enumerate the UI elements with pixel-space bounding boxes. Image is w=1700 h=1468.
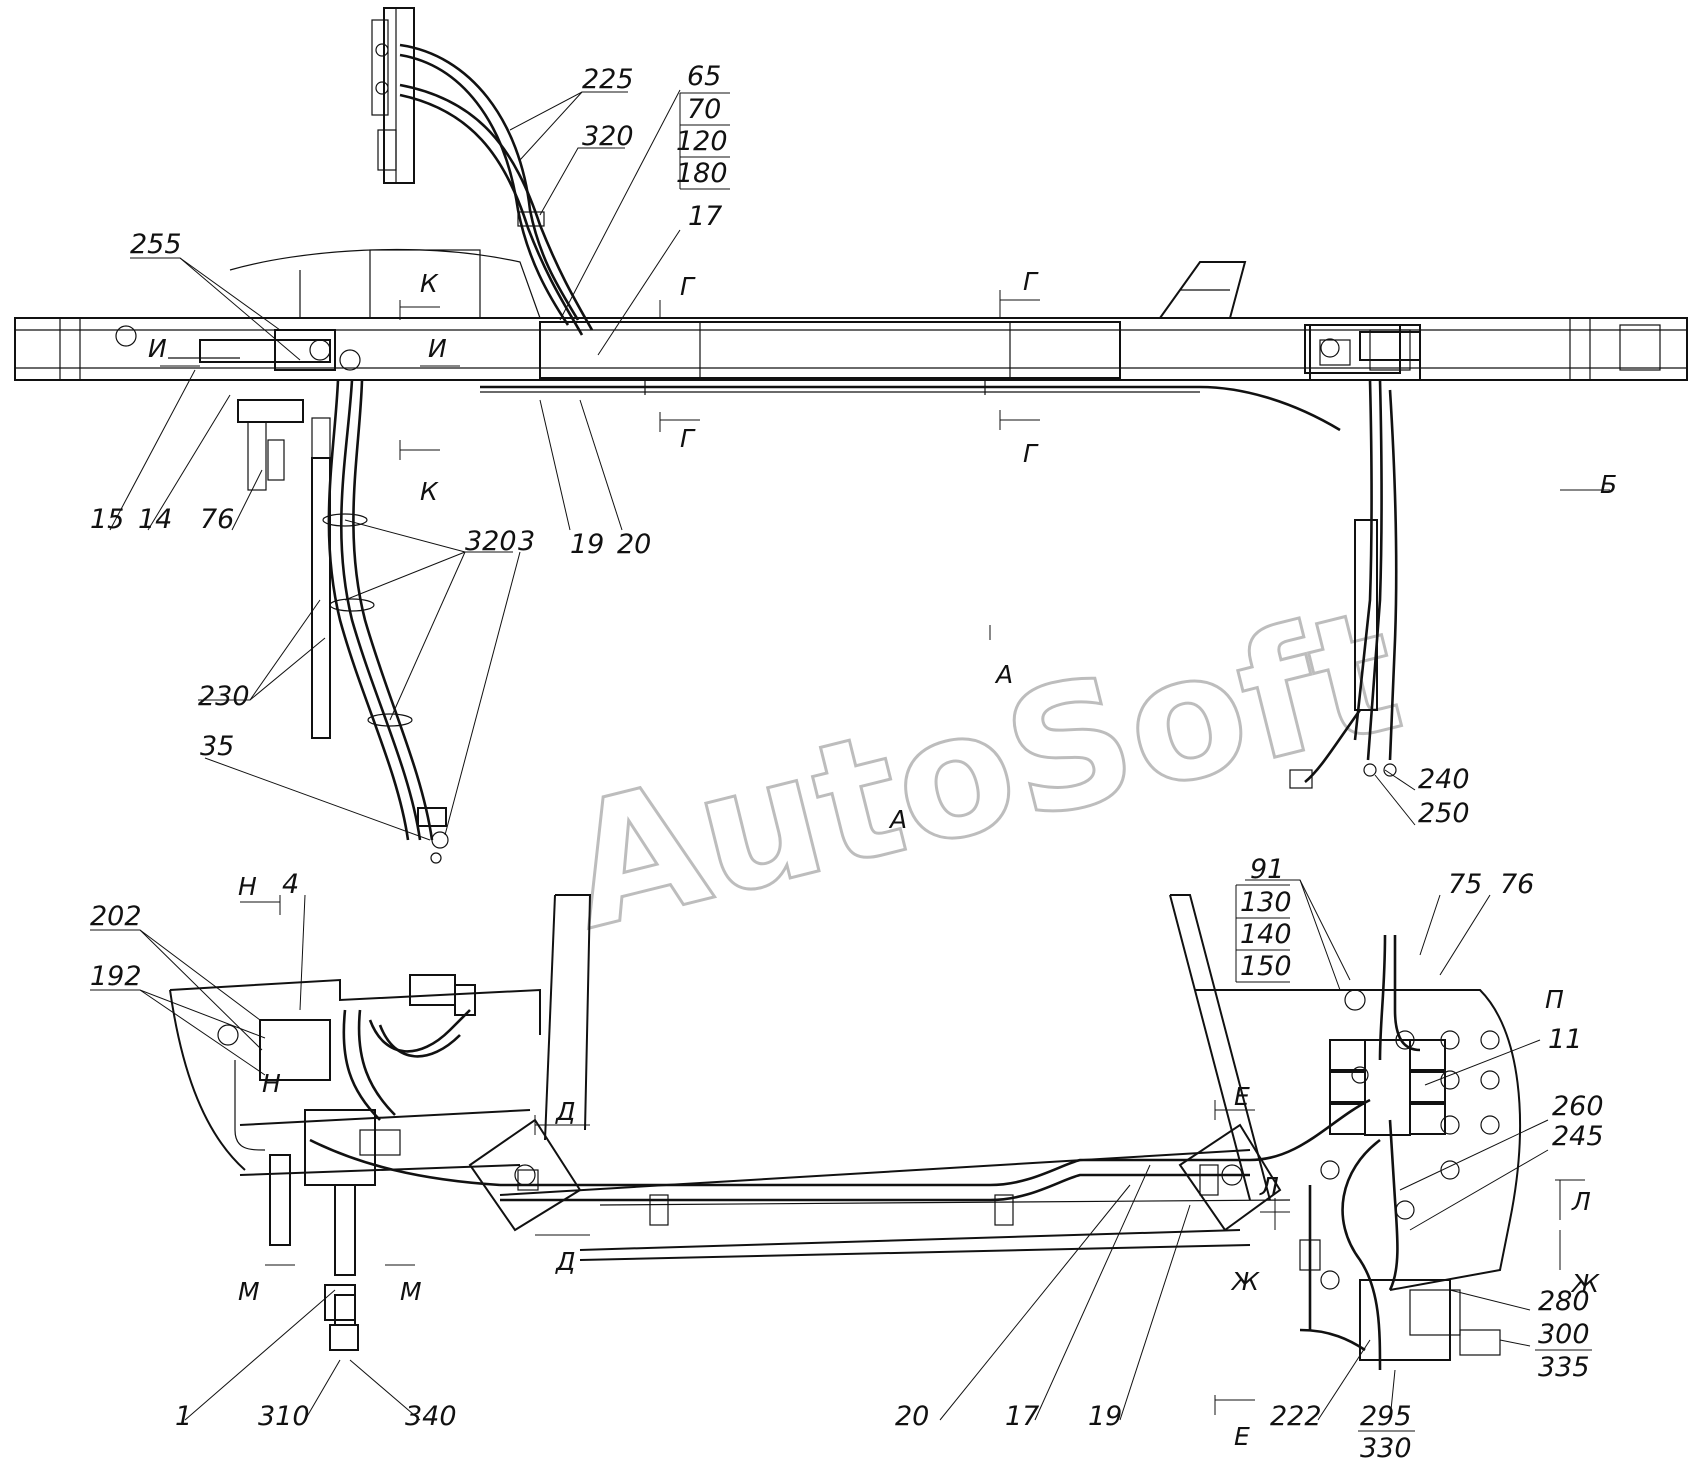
- section-n-bottom: Н: [262, 1069, 281, 1098]
- right-valve-block: [1289, 324, 1421, 789]
- section-markers-a: [160, 290, 1610, 640]
- section-g2-bottom: Г: [1023, 439, 1039, 468]
- callout-14: 14: [138, 504, 172, 535]
- callout-19-a: 19: [570, 529, 604, 560]
- right-mounting-plate: [1195, 989, 1521, 1361]
- section-k-top: К: [420, 269, 439, 298]
- callout-140: 140: [1240, 919, 1292, 950]
- callout-stack-boxes-b: [1235, 884, 1290, 983]
- callout-4: 4: [282, 869, 299, 900]
- callout-19-b: 19: [1088, 1401, 1122, 1432]
- leaders-a: [109, 89, 1416, 841]
- callout-202: 202: [90, 901, 142, 932]
- section-zh-right: Ж: [1570, 1269, 1600, 1298]
- callout-1: 1: [175, 1401, 192, 1432]
- left-down-hoses: [311, 379, 449, 864]
- callout-70: 70: [687, 94, 721, 125]
- callout-192: 192: [90, 961, 142, 992]
- view-b-drawing: 4 202 192 91 130 140 150 75 76 11 260 24…: [90, 854, 1604, 1464]
- left-mounting-plate: [169, 978, 541, 1321]
- callout-330: 330: [1360, 1433, 1412, 1464]
- section-m-right: М: [400, 1277, 422, 1306]
- callout-340: 340: [405, 1401, 457, 1432]
- callout-130: 130: [1240, 887, 1292, 918]
- callout-35: 35: [200, 731, 234, 762]
- frame-tubes-b: [309, 1098, 1371, 1226]
- callout-260: 260: [1552, 1091, 1604, 1122]
- callout-75: 75: [1448, 869, 1482, 900]
- callout-65: 65: [687, 61, 721, 92]
- section-e-top: Е: [1234, 1082, 1250, 1111]
- section-n-top: Н: [238, 872, 257, 901]
- callout-76-b: 76: [1500, 869, 1534, 900]
- callout-stack-boxes-a: [679, 92, 730, 190]
- section-l-left: Л: [1259, 1172, 1279, 1201]
- callout-245: 245: [1552, 1121, 1604, 1152]
- callout-3: 3: [518, 526, 535, 557]
- section-b: Б: [1600, 470, 1617, 499]
- bottom-left-connector: [329, 1294, 359, 1351]
- callout-17-b: 17: [1005, 1401, 1039, 1432]
- section-a-arrow: А: [994, 660, 1013, 689]
- callout-120: 120: [676, 126, 728, 157]
- callout-300: 300: [1538, 1319, 1590, 1350]
- frame-rails-b: [239, 894, 1271, 1261]
- callout-230: 230: [198, 681, 250, 712]
- callout-150: 150: [1240, 951, 1292, 982]
- callout-295: 295: [1360, 1401, 1412, 1432]
- section-d-top: Д: [555, 1097, 576, 1126]
- left-valve-cluster: [168, 329, 361, 491]
- section-p: П: [1545, 985, 1564, 1014]
- callout-310: 310: [258, 1401, 310, 1432]
- upper-hoses: [399, 43, 594, 336]
- frame-beam: [14, 317, 1688, 381]
- callout-280: 280: [1538, 1286, 1590, 1317]
- upper-bracket: [371, 7, 415, 184]
- section-zh-left: Ж: [1230, 1267, 1260, 1296]
- section-l-right: Л: [1571, 1187, 1591, 1216]
- section-g1-top: Г: [680, 272, 696, 301]
- right-hoses-b: [1299, 934, 1421, 1371]
- callout-222: 222: [1270, 1401, 1322, 1432]
- section-d-bottom: Д: [555, 1247, 576, 1276]
- callout-20-b: 20: [895, 1401, 929, 1432]
- callout-225: 225: [582, 64, 634, 95]
- callout-17-a: 17: [688, 201, 722, 232]
- frame-tubes-a: [480, 380, 1341, 432]
- section-i-right: И: [428, 334, 447, 363]
- leaders-b: [90, 879, 1549, 1421]
- callout-76-a: 76: [200, 504, 234, 535]
- section-i-left: И: [148, 334, 167, 363]
- callout-15: 15: [90, 504, 124, 535]
- left-crossmember: [229, 248, 541, 319]
- callout-320-top: 320: [582, 121, 634, 152]
- section-k-bottom: К: [420, 477, 439, 506]
- callout-91: 91: [1250, 854, 1284, 885]
- callout-335: 335: [1538, 1352, 1590, 1383]
- section-g1-bottom: Г: [680, 424, 696, 453]
- callout-180: 180: [676, 158, 728, 189]
- view-a-caption: А: [888, 805, 907, 834]
- callout-20-a: 20: [617, 529, 651, 560]
- section-m-left: М: [238, 1277, 260, 1306]
- section-markers-b: [240, 895, 1585, 1415]
- left-hoses-b: [342, 974, 476, 1121]
- view-a-drawing: 225 65 70 120 180 320 17 255 15 14 76 32…: [14, 7, 1688, 864]
- callout-11: 11: [1548, 1024, 1582, 1055]
- section-g2-top: Г: [1023, 267, 1039, 296]
- callout-250: 250: [1418, 798, 1470, 829]
- callout-255: 255: [130, 229, 182, 260]
- right-crossmember: [1159, 261, 1421, 381]
- callout-240: 240: [1418, 764, 1470, 795]
- section-e-bottom: Е: [1234, 1422, 1250, 1451]
- callout-320-mid: 320: [465, 526, 517, 557]
